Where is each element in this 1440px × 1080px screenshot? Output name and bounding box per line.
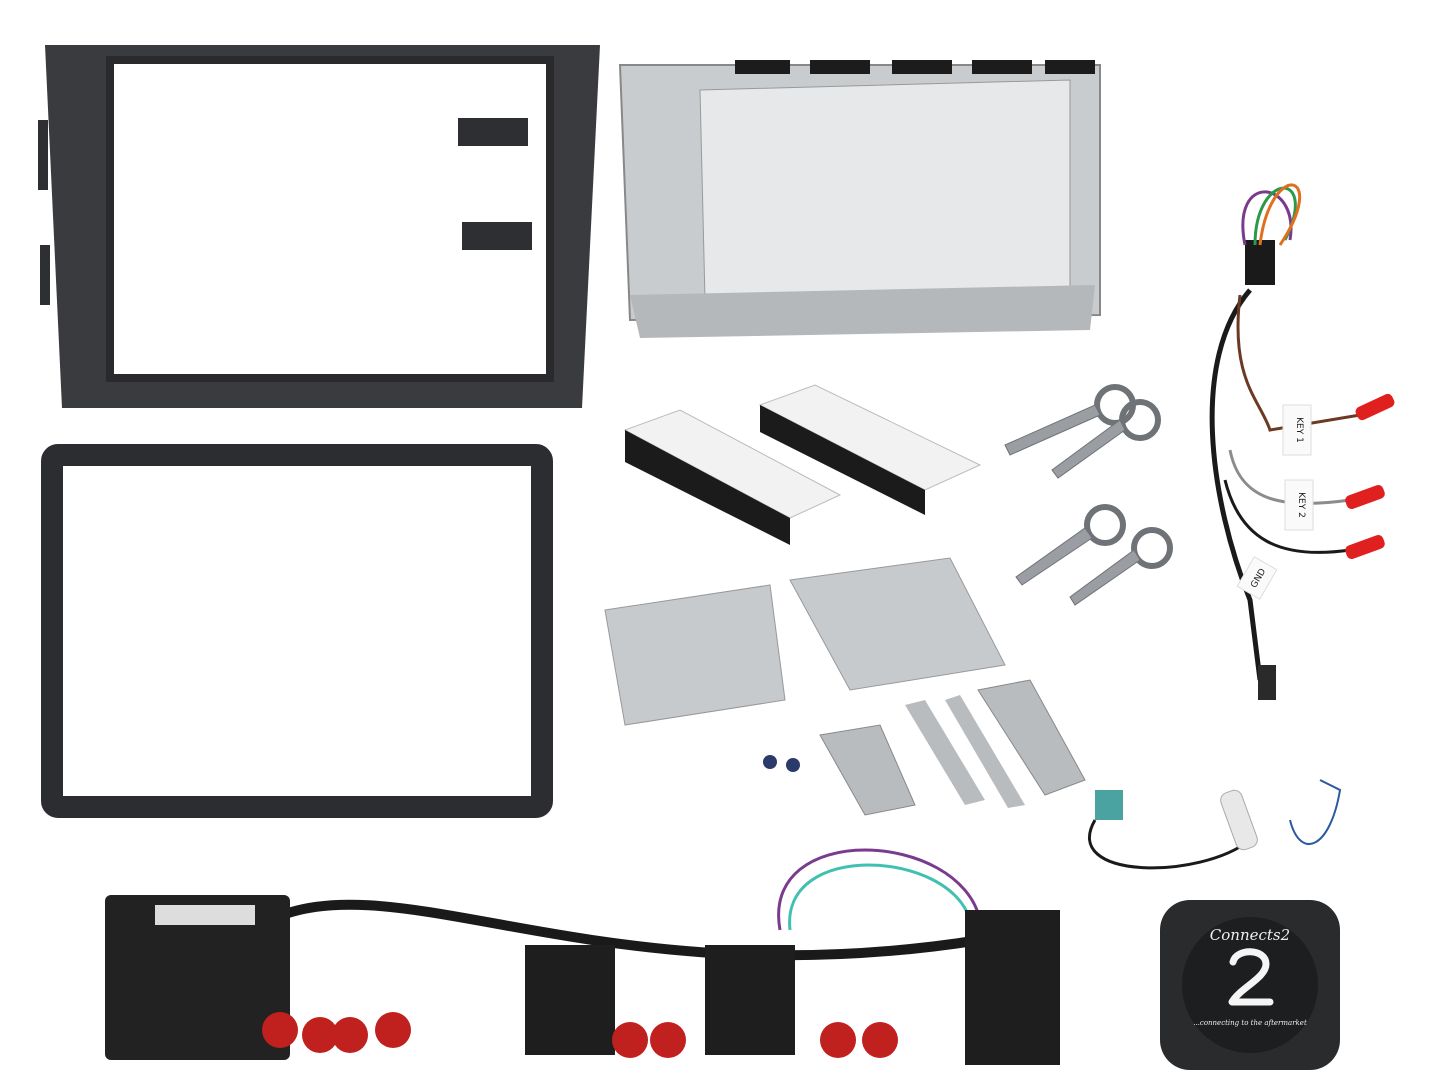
- key2-label: KEY 2: [1296, 492, 1306, 518]
- release-keys: [1004, 384, 1173, 606]
- antenna-adapter: [1087, 779, 1342, 870]
- interface-box: Connects2 ...connecting to the aftermark…: [1160, 900, 1340, 1070]
- metal-cage: [618, 60, 1101, 338]
- brand-logo: Connects2: [1210, 926, 1290, 944]
- wire-tags: KEY 1 KEY 2 GND: [1236, 404, 1314, 600]
- foam-pads: [623, 384, 982, 545]
- brand-tagline: ...connecting to the aftermarket: [1193, 1019, 1307, 1027]
- steering-harness: [1209, 183, 1395, 700]
- double-din-fascia: [38, 45, 600, 408]
- iso-harness: [105, 848, 1060, 1065]
- brand-logo-numeral: [1228, 948, 1274, 1006]
- key1-label: KEY 1: [1294, 417, 1304, 443]
- surround-frame: [41, 444, 553, 818]
- side-brackets: [604, 557, 1086, 816]
